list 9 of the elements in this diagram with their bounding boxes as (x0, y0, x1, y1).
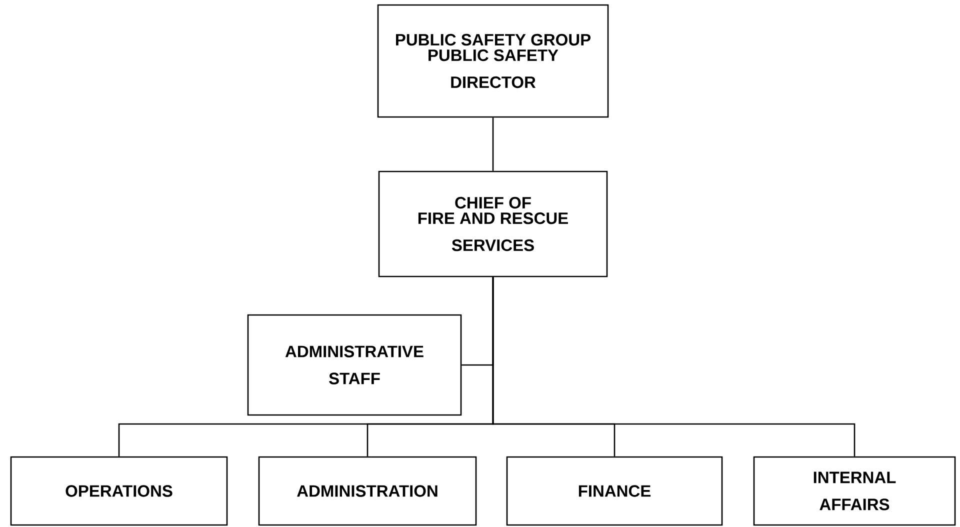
division-box: OPERATIONS (10, 456, 228, 526)
chief-box: CHIEF OF FIRE AND RESCUE SERVICES (378, 170, 608, 278)
connector-line (492, 277, 856, 456)
division-box: FINANCE (506, 456, 723, 526)
staff-box: ADMINISTRATIVE STAFF (247, 314, 462, 416)
division-box: INTERNAL AFFAIRS (753, 456, 956, 526)
connector-line (492, 118, 494, 171)
division-box: ADMINISTRATION (258, 456, 477, 526)
director-box: PUBLIC SAFETY GROUP PUBLIC SAFETY DIRECTOR (377, 4, 609, 118)
